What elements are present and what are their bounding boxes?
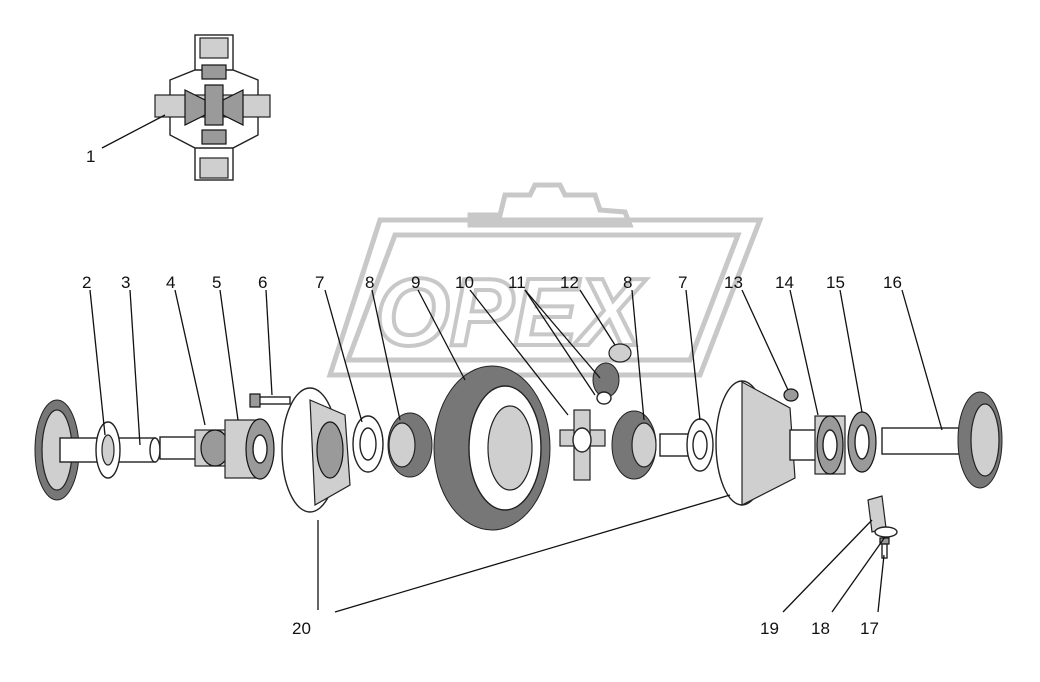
part-14-bearing: [814, 415, 846, 475]
callout-8-left: 8: [365, 273, 374, 292]
part-7-washer-right: [659, 418, 714, 472]
part-15-bearing-cup: [847, 411, 877, 473]
callout-8-right: 8: [623, 273, 632, 292]
leader-lines: [89, 114, 943, 613]
part-11-pinion-gear: [592, 362, 620, 405]
part-3-washer: [95, 421, 121, 479]
part-8-side-gear-left: [387, 412, 433, 478]
watermark-text: OPEX: [375, 259, 647, 366]
part-6-bolt: [249, 393, 291, 408]
part-5-bearing: [224, 418, 275, 480]
callout-13: 13: [724, 273, 743, 292]
callout-labels: 1 2 3 4 5 6 7 8 9 10 11 12 8 7 13 14 15 …: [82, 147, 902, 638]
part-10-spider: [559, 409, 606, 481]
callout-16: 16: [883, 273, 902, 292]
part-1-assembly-section: [154, 34, 271, 181]
callout-7-left: 7: [315, 273, 324, 292]
callout-2: 2: [82, 273, 91, 292]
part-9-crown-gear: [433, 365, 551, 531]
callout-3: 3: [121, 273, 130, 292]
callout-10: 10: [455, 273, 474, 292]
callout-20: 20: [292, 619, 311, 638]
part-7-washer-left: [352, 415, 384, 473]
part-20-case-right: [715, 380, 819, 506]
part-4-shaft: [159, 429, 231, 467]
part-16-right-gear: [881, 391, 1003, 489]
part-18-washer: [874, 526, 898, 538]
callout-14: 14: [775, 273, 794, 292]
callout-17: 17: [860, 619, 879, 638]
callout-18: 18: [811, 619, 830, 638]
part-17-bolt: [879, 537, 890, 559]
callout-7-right: 7: [678, 273, 687, 292]
callout-12: 12: [560, 273, 579, 292]
callout-19: 19: [760, 619, 779, 638]
callout-11: 11: [508, 273, 526, 292]
callout-1: 1: [86, 147, 95, 166]
part-12-pinion-washer: [608, 343, 632, 363]
part-20-case-left: [281, 387, 351, 513]
watermark-logo: OPEX: [326, 182, 764, 378]
callout-9: 9: [411, 273, 420, 292]
callout-6: 6: [258, 273, 267, 292]
part-8-side-gear-right: [611, 410, 657, 480]
callout-15: 15: [826, 273, 845, 292]
part-13-nut: [783, 388, 799, 402]
callout-4: 4: [166, 273, 175, 292]
callout-5: 5: [212, 273, 221, 292]
